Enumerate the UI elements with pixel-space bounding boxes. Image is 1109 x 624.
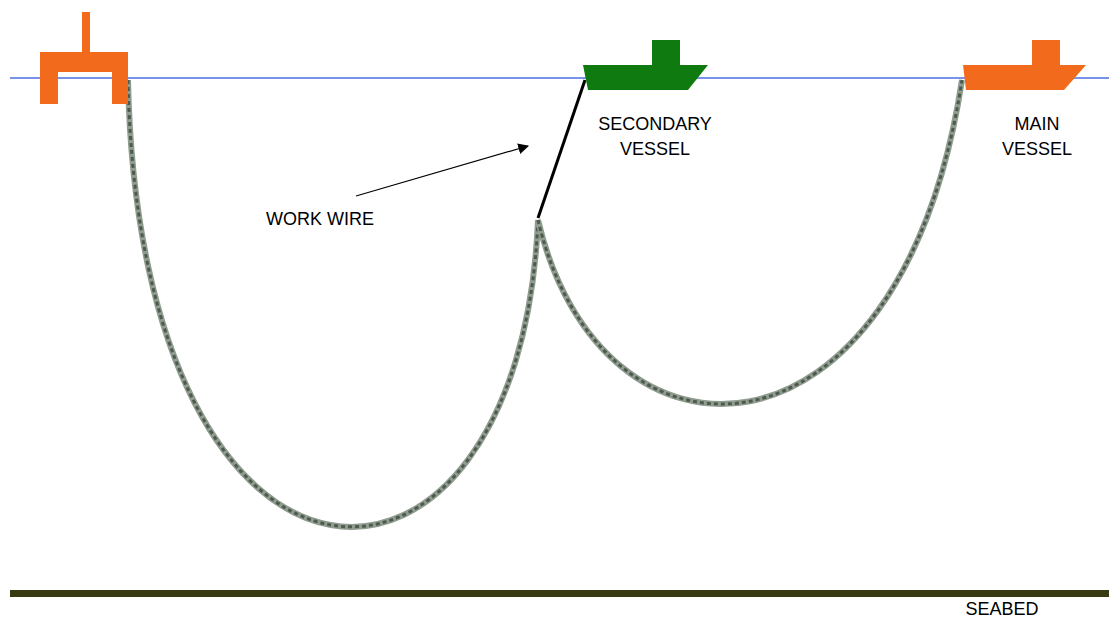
secondary-vessel-symbol	[583, 40, 708, 90]
water-line	[10, 77, 1109, 79]
anchor-chain	[128, 80, 962, 527]
work-wire	[538, 80, 585, 218]
callout-label: WORK WIRE	[220, 207, 420, 232]
seabed-band	[10, 590, 1109, 597]
platform-symbol	[40, 12, 128, 104]
vessel-label: MAIN VESSEL	[992, 112, 1082, 162]
main-vessel-symbol	[963, 40, 1086, 90]
leader-arrow	[356, 146, 528, 196]
seabed-label: SEABED	[942, 597, 1062, 622]
vessel-label: SECONDARY VESSEL	[590, 112, 720, 162]
